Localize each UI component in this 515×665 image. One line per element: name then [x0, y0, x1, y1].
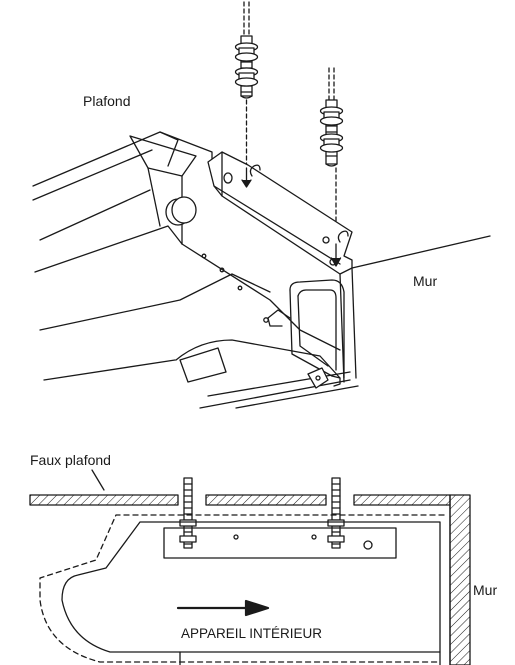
mounting-bracket — [207, 151, 353, 275]
direction-arrow-icon — [176, 599, 270, 617]
label-faux-plafond: Faux plafond — [30, 452, 111, 468]
unit-front-loop — [263, 279, 345, 389]
section-view — [29, 469, 471, 665]
isometric-view — [32, 1, 491, 409]
label-appareil-interieur: APPAREIL INTÉRIEUR — [181, 626, 323, 641]
section-rod-2 — [327, 477, 345, 549]
arrow-down-icon — [241, 167, 252, 188]
hanging-bolt-2 — [319, 99, 344, 167]
label-mur-bottom: Mur — [473, 582, 498, 598]
label-plafond: Plafond — [83, 93, 131, 109]
section-rod-1 — [179, 477, 197, 549]
threaded-rod-2-dashed — [328, 67, 335, 101]
faux-plafond-leader — [91, 469, 105, 491]
wall-plane — [339, 235, 491, 383]
false-ceiling — [29, 494, 451, 506]
indoor-unit-body — [32, 131, 359, 409]
arrow-down-icon — [330, 243, 342, 267]
wall-section — [449, 494, 471, 665]
threaded-rod-1-dashed — [243, 1, 250, 37]
section-unit-dashed — [39, 514, 445, 663]
section-unit-base — [179, 651, 441, 665]
hanging-bolt-1 — [234, 35, 259, 99]
section-bracket — [163, 527, 397, 559]
screw-dot — [219, 267, 225, 273]
screw-dot — [237, 285, 243, 291]
section-unit-outline — [61, 521, 441, 653]
label-mur-top: Mur — [413, 273, 438, 289]
screw-dot — [201, 253, 207, 259]
